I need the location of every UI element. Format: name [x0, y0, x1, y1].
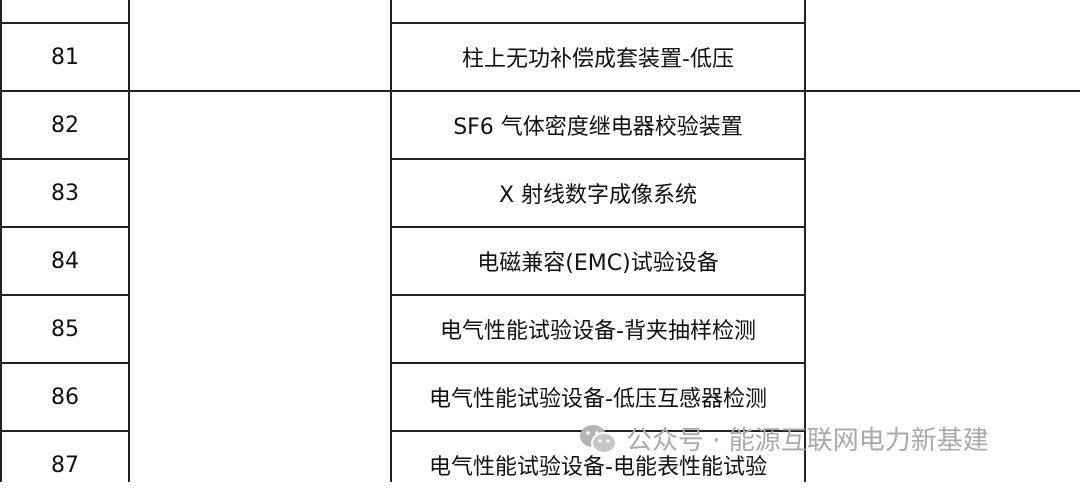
row-line: [0, 90, 1080, 92]
item-name-cell: 电气性能试验设备-低压互感器检测: [429, 387, 767, 412]
col-divider-2: [390, 0, 392, 482]
item-name-cell: X 射线数字成像系统: [498, 183, 698, 208]
watermark-text: 公众号 · 能源互联网电力新基建: [626, 426, 989, 456]
row-line: [0, 226, 130, 228]
row-line: [390, 294, 806, 296]
row-number-cell: 84: [51, 248, 79, 274]
item-name-cell: 柱上无功补偿成套装置-低压: [462, 47, 734, 72]
row-line: [0, 294, 130, 296]
item-name-cell: 电气性能试验设备-电能表性能试验: [429, 455, 767, 480]
table-border-left: [0, 0, 2, 482]
col-divider-3: [804, 0, 806, 482]
row-line: [390, 362, 806, 364]
row-line: [0, 430, 130, 432]
item-name-cell: 电气性能试验设备-背夹抽样检测: [440, 319, 756, 344]
row-line: [390, 158, 806, 160]
col-divider-1: [128, 0, 130, 482]
row-line: [390, 226, 806, 228]
wechat-icon: [578, 422, 618, 456]
item-name-cell: SF6 气体密度继电器校验装置: [453, 115, 743, 140]
item-name-cell: 电磁兼容(EMC)试验设备: [477, 251, 719, 276]
row-number-cell: 81: [51, 44, 79, 70]
row-number-cell: 85: [51, 316, 79, 342]
row-number-cell: 82: [51, 112, 79, 138]
row-line: [0, 158, 130, 160]
row-line: [0, 22, 130, 24]
watermark: 公众号 · 能源互联网电力新基建: [578, 420, 989, 457]
row-number-cell: 83: [51, 180, 79, 206]
row-number-cell: 86: [51, 384, 79, 410]
row-line: [0, 362, 130, 364]
data-table: 81 柱上无功补偿成套装置-低压 82 SF6 气体密度继电器校验装置 83 X…: [0, 0, 1080, 482]
row-number-cell: 87: [51, 452, 79, 478]
row-line: [390, 22, 806, 24]
